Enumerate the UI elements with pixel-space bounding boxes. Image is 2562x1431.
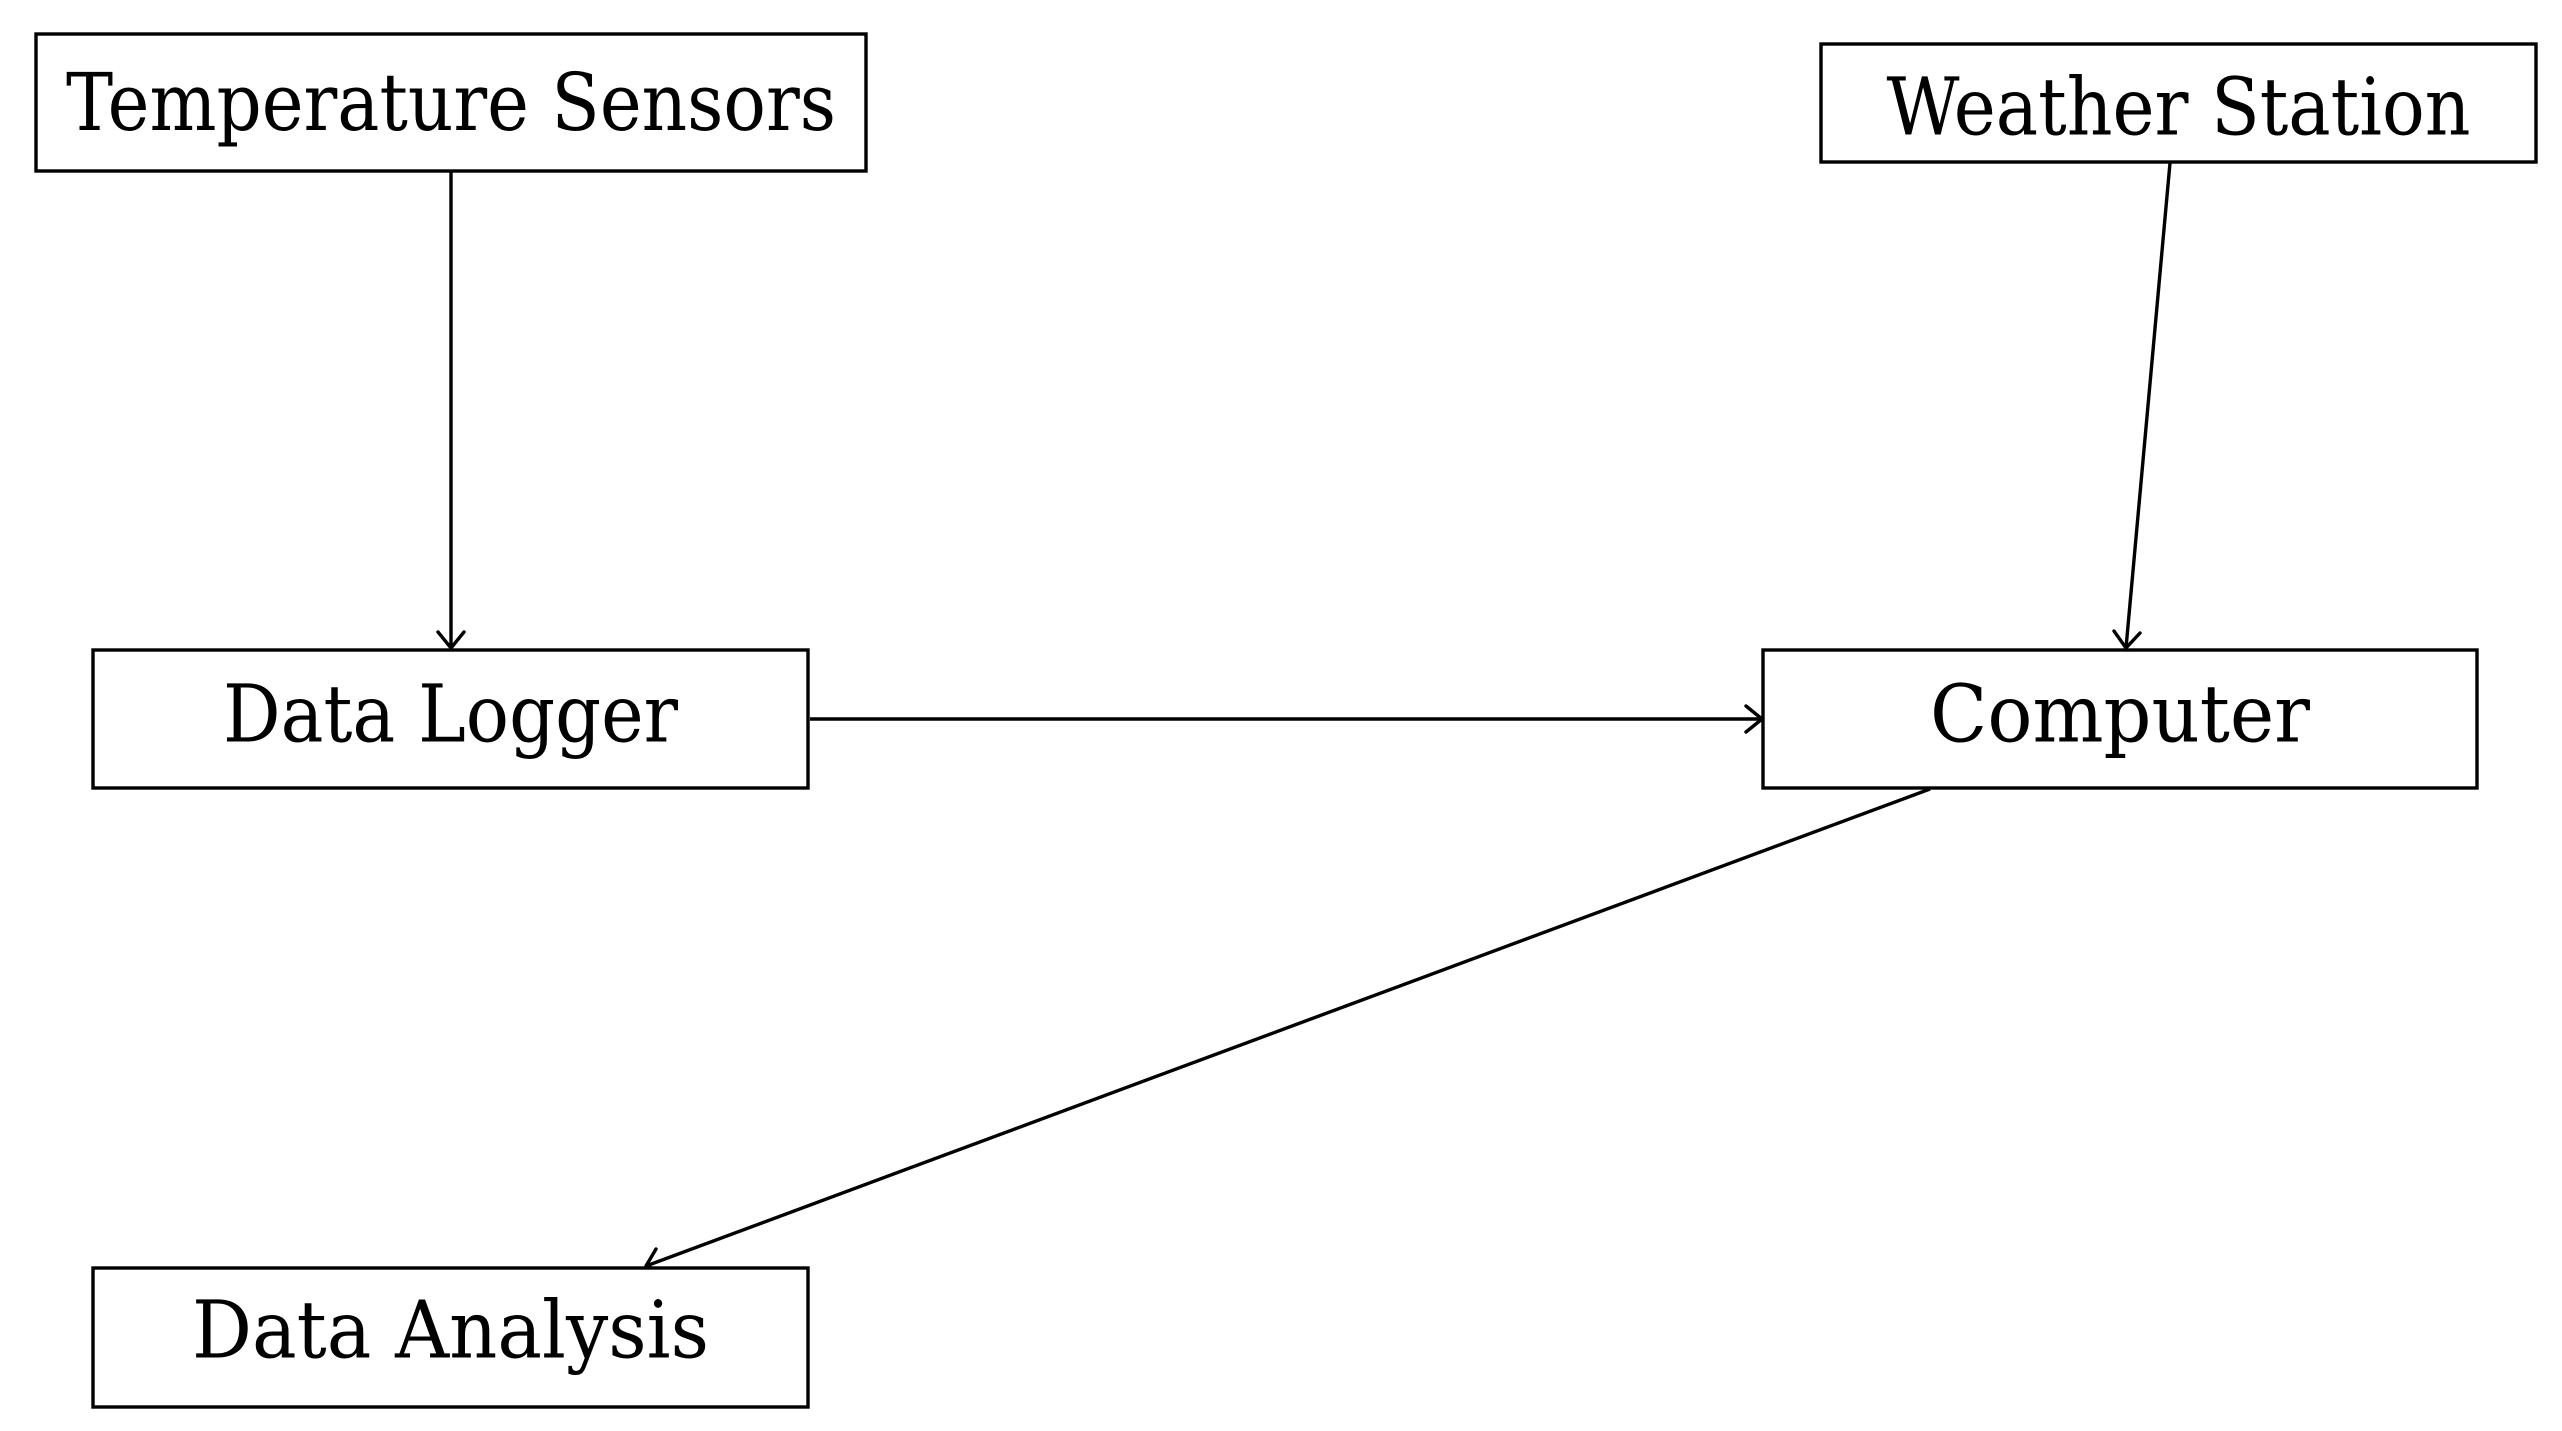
node-computer-label: Computer	[1930, 668, 2311, 761]
node-data-analysis-label: Data Analysis	[192, 1284, 709, 1377]
node-data-analysis-box	[91, 1266, 810, 1409]
edge-computer-to-data-analysis	[644, 787, 1931, 1275]
node-data-logger: Data Logger	[91, 648, 810, 790]
node-temperature-sensors: Temperature Sensors	[34, 32, 868, 173]
edge-temperature-sensors-to-data-logger	[436, 172, 466, 650]
node-computer-box	[1761, 648, 2479, 790]
edge-weather-station-to-computer	[2112, 162, 2172, 650]
edge-data-logger-to-computer	[810, 704, 1764, 734]
node-data-logger-box	[91, 648, 810, 790]
node-weather-station: Weather Station	[1819, 42, 2538, 164]
node-weather-station-label: Weather Station	[1887, 61, 2471, 154]
node-data-analysis: Data Analysis	[91, 1266, 810, 1409]
node-weather-station-box	[1819, 42, 2538, 164]
node-data-logger-label: Data Logger	[223, 668, 679, 761]
node-temperature-sensors-label: Temperature Sensors	[66, 56, 836, 149]
node-computer: Computer	[1761, 648, 2479, 790]
node-temperature-sensors-box	[34, 32, 868, 173]
